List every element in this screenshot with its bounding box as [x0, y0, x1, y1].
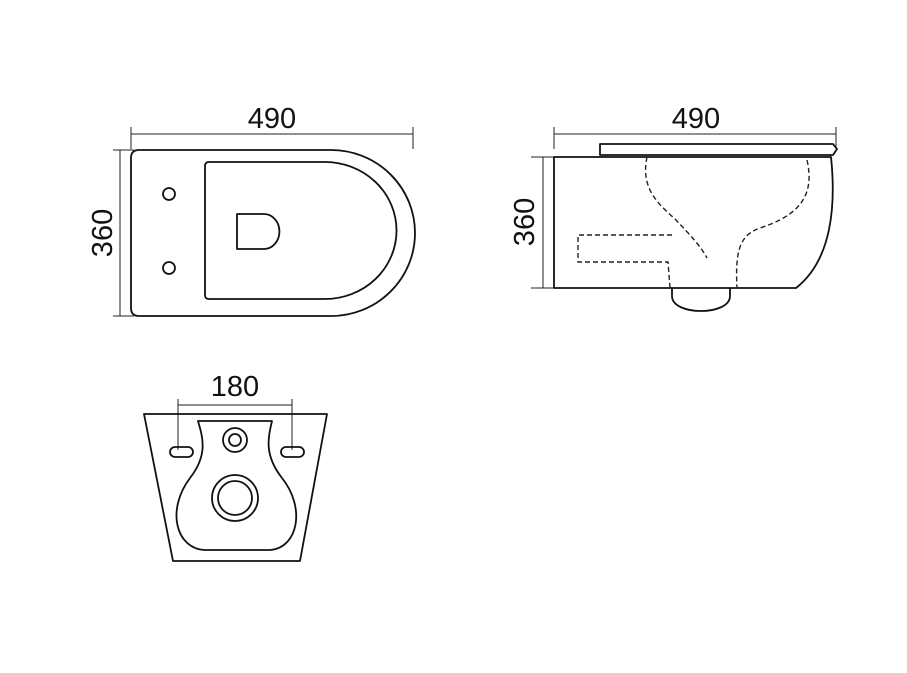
- side-inlet-dashed: [577, 234, 672, 289]
- back-fixing-label: 180: [211, 371, 259, 403]
- back-inlet-outer: [222, 427, 248, 453]
- side-view: 490 360: [509, 103, 838, 312]
- back-inner-outline: [175, 420, 297, 551]
- back-outer-outline: [143, 413, 328, 562]
- side-trap-inner-dashed: [735, 159, 810, 289]
- back-view: 180: [143, 371, 328, 562]
- back-outlet-outer: [211, 474, 259, 522]
- back-inlet-inner: [228, 433, 242, 447]
- top-outer-outline: [130, 149, 416, 317]
- top-fixing-hole-lower: [162, 261, 176, 275]
- side-body-outline: [553, 156, 834, 289]
- side-seat-outline: [599, 143, 838, 156]
- side-height-dimension: 360: [509, 156, 554, 289]
- top-view: 490 360: [87, 103, 416, 317]
- top-depth-label: 360: [87, 209, 119, 257]
- top-outlet-outline: [236, 213, 281, 250]
- top-bowl-outline: [204, 161, 398, 300]
- top-width-label: 490: [248, 103, 296, 135]
- side-height-label: 360: [509, 198, 541, 246]
- top-fixing-hole-upper: [162, 187, 176, 201]
- back-fixing-dimension: 180: [177, 371, 293, 450]
- side-trap-outer-dashed: [644, 156, 708, 259]
- back-fixing-slot-right: [280, 446, 305, 458]
- top-width-dimension: 490: [130, 103, 414, 149]
- side-width-dimension: 490: [553, 103, 837, 149]
- top-depth-dimension: 360: [87, 149, 134, 317]
- side-width-label: 490: [672, 103, 720, 135]
- back-fixing-slot-left: [169, 446, 194, 458]
- side-outlet-outline: [671, 287, 731, 312]
- back-outlet-inner: [217, 480, 253, 516]
